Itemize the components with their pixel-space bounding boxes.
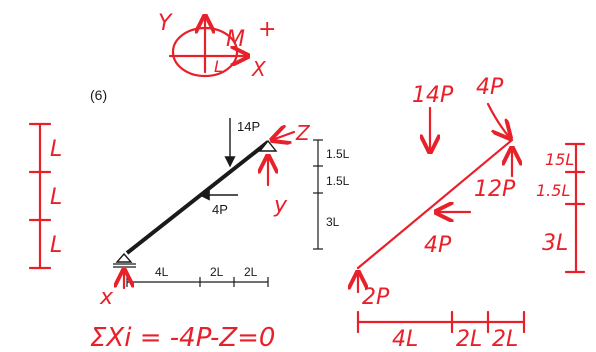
free-body-sketch: 14P 4P 12P 4P 2P 15L 1.5L 3L 4L 2L 2L [358, 75, 586, 352]
printed-diagram: (6) 14P 4P 1.5L 1.5L 3L 4L 2L 2L [90, 87, 350, 287]
x-axis-label: X [251, 57, 267, 81]
sketch-dimension-label-v2: 1.5L [536, 181, 570, 200]
dimension-label-h2: 2L [210, 265, 224, 279]
dimension-label-h1: 4L [155, 265, 169, 279]
dimension-label-h3: 2L [244, 265, 258, 279]
sketch-dimension-label-h1: 4L [392, 327, 418, 352]
sketch-load-4p-inclined-arrow [486, 102, 510, 138]
dimension-label-v3: 3L [326, 215, 340, 229]
reaction-z-arrow [272, 132, 296, 140]
load-14p-label: 14P [237, 119, 260, 134]
sketch-reaction-12p-label: 12P [474, 177, 516, 202]
sketch-dimension-label-v3: 3L [542, 231, 568, 256]
top-pin-support-icon [258, 139, 278, 152]
sketch-load-14p-label: 14P [412, 83, 454, 108]
reaction-x-label: x [99, 285, 114, 310]
positive-sign: + [258, 17, 276, 42]
reaction-y-label: y [273, 193, 288, 218]
left-dimension-label: L [50, 185, 62, 210]
bottom-roller-support-icon [115, 252, 133, 263]
sketch-load-4p-inclined-label: 4P [476, 75, 504, 100]
rotation-mark: L [214, 57, 223, 76]
left-dimension-label: L [50, 137, 62, 162]
sketch-dimension-label-h3: 2L [492, 327, 518, 352]
dimension-label-v2: 1.5L [326, 174, 350, 188]
dimension-label-v1: 1.5L [326, 147, 350, 161]
sketch-dimension-label-v1: 15L [545, 150, 574, 169]
sketch-dimension-label-h2: 2L [456, 327, 482, 352]
equilibrium-equation: ΣXi = -4P-Z=0 [90, 323, 275, 352]
sign-convention: Y X M + L [158, 11, 276, 81]
left-dimension-label: L [50, 233, 62, 258]
y-axis-label: Y [158, 11, 173, 36]
sketch-reaction-2p-label: 2P [362, 285, 390, 310]
sketch-load-4p-horizontal-label: 4P [424, 233, 452, 258]
load-4p-label: 4P [212, 202, 228, 217]
moment-label: M [226, 27, 245, 52]
reaction-z-label: Z [295, 121, 311, 145]
inclined-beam [125, 140, 270, 255]
moment-circle-icon [171, 26, 239, 78]
left-dimension-sketch: L L L [28, 122, 62, 270]
reaction-annotations: Z y x [99, 121, 311, 310]
figure-number: (6) [90, 87, 107, 103]
